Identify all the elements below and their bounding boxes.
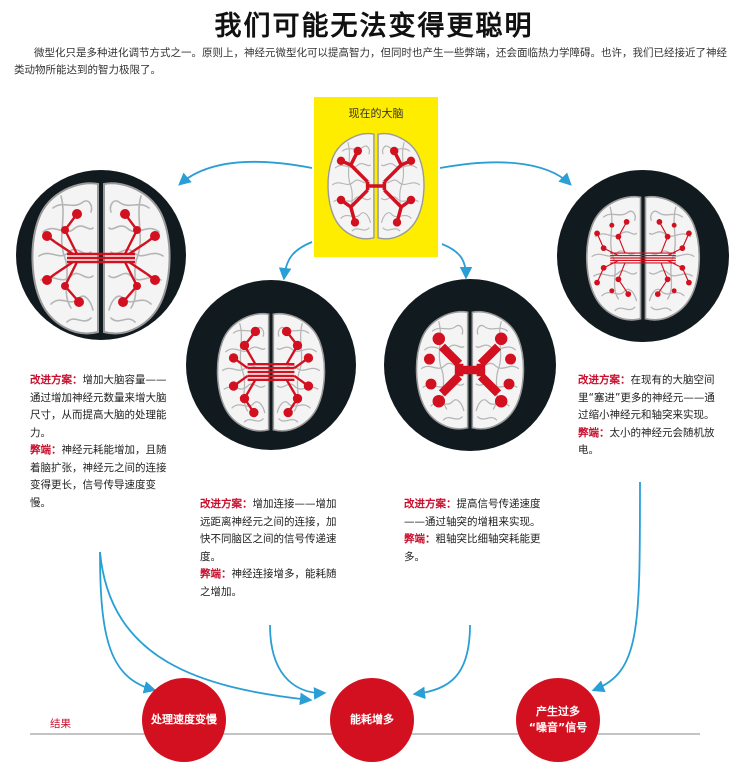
option4-improve: 改进方案：在现有的大脑空间里“塞进”更多的神经元——通过缩小神经元和轴突来实现。 (578, 374, 715, 421)
result1-text: 处理速度变慢 (151, 713, 217, 726)
option1-text: 改进方案：增加大脑容量——通过增加神经元数量来增大脑尺寸，从而提高大脑的处理能力… (30, 372, 175, 512)
intro-text: 微型化只是多种进化调节方式之一。原则上，神经元微型化可以提高智力，但同时也产生一… (14, 47, 727, 76)
option4-brain-image (585, 195, 701, 321)
option3-drawback: 弊端：粗轴突比细轴突耗能更多。 (404, 533, 541, 563)
result3-line1: 产生过多 (536, 705, 580, 718)
option4-text: 改进方案：在现有的大脑空间里“塞进”更多的神经元——通过缩小神经元和轴突来实现。… (578, 372, 723, 460)
branch-arrows (178, 160, 572, 281)
current-brain-label: 现在的大脑 (349, 106, 404, 120)
option3-brain-image (415, 310, 525, 430)
option3-circle (384, 279, 556, 451)
result2-text: 能耗增多 (350, 713, 394, 726)
option4-drawback: 弊端：太小的神经元会随机放电。 (578, 426, 715, 457)
option2-drawback: 弊端：神经连接增多，能耗随之增加。 (200, 568, 337, 598)
result-arrows (99, 481, 641, 706)
option1-improve: 改进方案：增加大脑容量——通过增加神经元数量来增大脑尺寸，从而提高大脑的处理能力… (30, 374, 167, 439)
option2-brain-image (216, 312, 326, 432)
result-label: 结果 (50, 718, 71, 730)
option2-improve: 改进方案：增加连接——增加远距离神经元之间的连接，加快不同脑区之间的信号传递速度… (200, 498, 337, 563)
page-title: 我们可能无法变得更聪明 (214, 11, 534, 42)
result2-circle (330, 678, 414, 762)
option3-improve: 改进方案：提高信号传递速度——通过轴突的增粗来实现。 (404, 498, 541, 528)
option1-drawback: 弊端：神经元耗能增加，且随着脑扩张，神经元之间的连接变得更长，信号传导速度变慢。 (30, 444, 167, 509)
result1-circle (142, 678, 226, 762)
result3-line2: “噪音”信号 (528, 721, 588, 734)
option1-brain-image (31, 182, 171, 335)
option3-text: 改进方案：提高信号传递速度——通过轴突的增粗来实现。 弊端：粗轴突比细轴突耗能更… (404, 496, 549, 566)
option2-text: 改进方案：增加连接——增加远距离神经元之间的连接，加快不同脑区之间的信号传递速度… (200, 496, 345, 601)
result3-text: 产生过多 “噪音”信号 (516, 704, 600, 736)
result3-circle (516, 678, 600, 762)
current-brain-image (327, 132, 425, 240)
